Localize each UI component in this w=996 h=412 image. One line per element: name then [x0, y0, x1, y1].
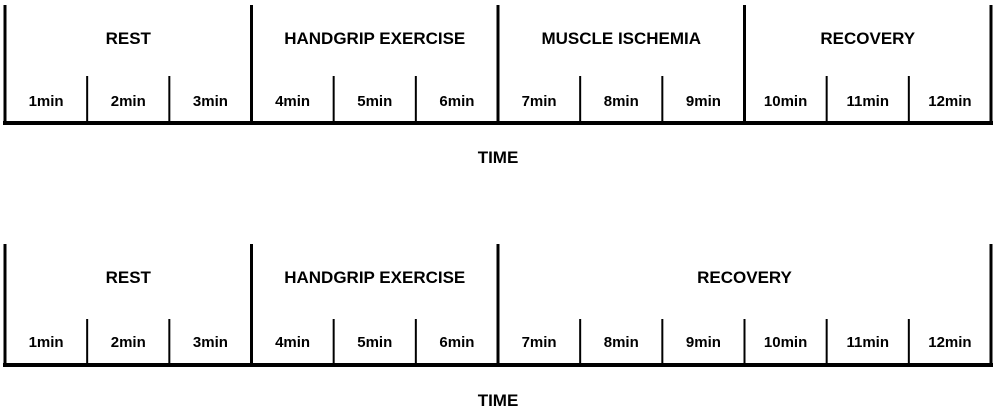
- protocol-timeline-1: REST 1min 2min 3min HANDGRIP EXERCISE 4min 5mi…: [3, 5, 993, 167]
- protocol-timeline-2: REST 1min 2min 3min HANDGRIP EXERCISE 4min 5mi…: [3, 244, 993, 410]
- minute-label: 3min: [193, 334, 228, 351]
- minute-label: 11min: [846, 334, 889, 351]
- minute-label: 12min: [928, 334, 971, 351]
- time-axis-label: TIME: [478, 391, 519, 410]
- phase-label: RECOVERY: [697, 268, 792, 287]
- minute-label: 7min: [522, 334, 557, 351]
- minute-label: 8min: [604, 334, 639, 351]
- phase-label: MUSCLE ISCHEMIA: [541, 29, 701, 48]
- minute-label: 5min: [357, 334, 392, 351]
- phase-label: RECOVERY: [820, 29, 915, 48]
- minute-label: 4min: [275, 334, 310, 351]
- minute-label: 1min: [29, 334, 64, 351]
- minute-label: 8min: [604, 93, 639, 110]
- minute-label: 11min: [846, 93, 889, 110]
- phase-label: REST: [106, 29, 152, 48]
- minute-label: 9min: [686, 334, 721, 351]
- phase-label: HANDGRIP EXERCISE: [284, 268, 465, 287]
- minute-label: 4min: [275, 93, 310, 110]
- minute-label: 10min: [764, 334, 807, 351]
- minute-label: 2min: [111, 93, 146, 110]
- minute-label: 9min: [686, 93, 721, 110]
- minute-label: 5min: [357, 93, 392, 110]
- minute-label: 12min: [928, 93, 971, 110]
- minute-label: 10min: [764, 93, 807, 110]
- minute-label: 3min: [193, 93, 228, 110]
- phase-label: HANDGRIP EXERCISE: [284, 29, 465, 48]
- minute-label: 1min: [29, 93, 64, 110]
- time-axis-label: TIME: [478, 148, 519, 167]
- minute-label: 6min: [439, 93, 474, 110]
- minute-label: 7min: [522, 93, 557, 110]
- minute-label: 2min: [111, 334, 146, 351]
- phase-label: REST: [106, 268, 152, 287]
- minute-label: 6min: [439, 334, 474, 351]
